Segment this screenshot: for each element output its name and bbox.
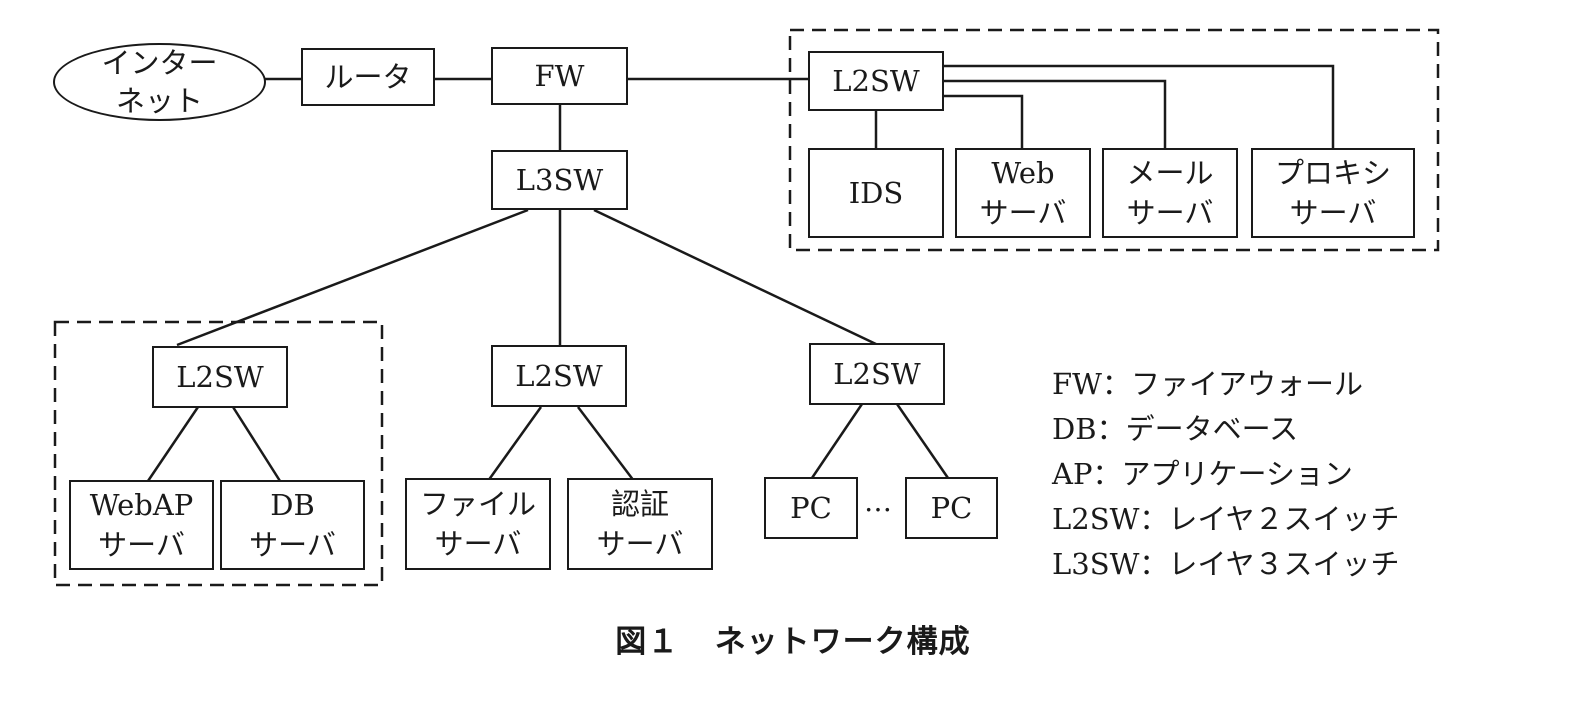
db-server-label-line1: DB: [270, 488, 315, 522]
link-dmz-l2sw-web: [943, 94, 1024, 150]
legend-row-l3sw: L3SW：レイヤ３スイッチ: [1052, 542, 1400, 587]
server-l2-switch-node: L2SW: [491, 345, 627, 407]
legend-meaning: レイヤ２スイッチ: [1168, 502, 1400, 536]
db-server-node: DB サーバ: [220, 480, 365, 570]
legend-row-db: DB：データベース: [1052, 407, 1400, 452]
proxy-server-label-line2: サーバ: [1289, 196, 1377, 230]
link-pc-l2sw-pc1: [810, 403, 864, 479]
link-srv-l2sw-auth: [577, 406, 635, 482]
legend-sep: ：: [1101, 367, 1131, 401]
legend-meaning: アプリケーション: [1121, 457, 1353, 491]
mail-server-label-line2: サーバ: [1126, 196, 1214, 230]
app-l2-switch-label: L2SW: [176, 360, 264, 394]
webap-server-label-line2: サーバ: [98, 528, 185, 562]
legend-sep: ：: [1139, 502, 1169, 536]
server-l2-switch-label: L2SW: [515, 359, 603, 393]
web-server-node: Web サーバ: [955, 148, 1091, 238]
auth-server-node: 認証 サーバ: [567, 478, 713, 570]
file-server-node: ファイル サーバ: [405, 478, 551, 570]
link-dmz-l2sw-proxy: [943, 64, 1335, 150]
router-label: ルータ: [324, 60, 412, 94]
legend-abbr: AP: [1052, 457, 1093, 491]
legend-sep: ：: [1096, 412, 1126, 446]
ids-label: IDS: [848, 176, 904, 210]
link-app-l2sw-db: [231, 406, 282, 482]
file-server-label-line1: ファイル: [419, 487, 536, 521]
web-server-label-line1: Web: [991, 156, 1055, 190]
firewall-node: FW: [491, 47, 628, 105]
auth-server-label-line1: 認証: [610, 487, 669, 521]
legend-abbr: L3SW: [1052, 547, 1140, 581]
legend-sep: ：: [1139, 547, 1169, 581]
proxy-server-label-line1: プロキシ: [1274, 156, 1391, 190]
firewall-label: FW: [534, 59, 585, 93]
internet-label-line2: ネット: [115, 84, 203, 118]
link-pc-l2sw-pc2: [895, 403, 950, 479]
web-server-label-line2: サーバ: [979, 196, 1067, 230]
legend-meaning: データベース: [1125, 412, 1299, 446]
pc-node-2: PC: [905, 477, 998, 539]
mail-server-node: メール サーバ: [1102, 148, 1238, 238]
legend-meaning: レイヤ３スイッチ: [1168, 547, 1400, 581]
legend-abbr: DB: [1052, 412, 1097, 446]
ids-node: IDS: [808, 148, 944, 238]
internet-node: インター ネット: [53, 43, 266, 121]
app-l2-switch-node: L2SW: [152, 346, 288, 408]
dmz-segment-boundary: [788, 28, 1440, 252]
legend-meaning: ファイアウォール: [1130, 367, 1363, 401]
pc-node-1: PC: [764, 477, 858, 539]
legend-sep: ：: [1092, 457, 1122, 491]
legend-row-fw: FW：ファイアウォール: [1052, 362, 1400, 407]
l3-switch-node: L3SW: [491, 150, 628, 210]
proxy-server-node: プロキシ サーバ: [1251, 148, 1415, 238]
link-srv-l2sw-file: [486, 406, 543, 482]
legend-row-ap: AP：アプリケーション: [1052, 452, 1400, 497]
pc-l2-switch-node: L2SW: [809, 343, 945, 405]
figure-number: 図１: [615, 624, 680, 660]
auth-server-label-line2: サーバ: [596, 527, 684, 561]
pc-label-1: PC: [790, 491, 832, 525]
figure-caption: 図１ ネットワーク構成: [0, 616, 1586, 661]
internet-label-line1: インター: [101, 46, 218, 80]
pc-ellipsis: …: [864, 485, 892, 518]
abbreviation-legend: FW：ファイアウォール DB：データベース AP：アプリケーション L2SW：レ…: [1052, 362, 1400, 587]
legend-abbr: L2SW: [1052, 502, 1140, 536]
l3-switch-label: L3SW: [515, 163, 604, 197]
link-l3sw-app-l2sw: [176, 208, 529, 347]
mail-server-label-line1: メール: [1126, 156, 1214, 190]
link-app-l2sw-webap: [146, 406, 200, 482]
dmz-l2-switch-node: L2SW: [808, 51, 944, 111]
app-segment-boundary: [53, 320, 384, 587]
file-server-label-line2: サーバ: [434, 527, 522, 561]
dmz-l2-switch-label: L2SW: [832, 64, 920, 98]
legend-row-l2sw: L2SW：レイヤ２スイッチ: [1052, 497, 1400, 542]
link-l3sw-pc-l2sw: [593, 208, 879, 347]
legend-abbr: FW: [1052, 367, 1102, 401]
pc-label-2: PC: [930, 491, 973, 525]
link-dmz-l2sw-mail: [943, 79, 1167, 150]
router-node: ルータ: [301, 48, 435, 106]
figure-title: ネットワーク構成: [714, 624, 971, 660]
pc-l2-switch-label: L2SW: [833, 357, 921, 391]
db-server-label-line2: サーバ: [249, 528, 336, 562]
webap-server-label-line1: WebAP: [89, 488, 194, 522]
webap-server-node: WebAP サーバ: [69, 480, 214, 570]
